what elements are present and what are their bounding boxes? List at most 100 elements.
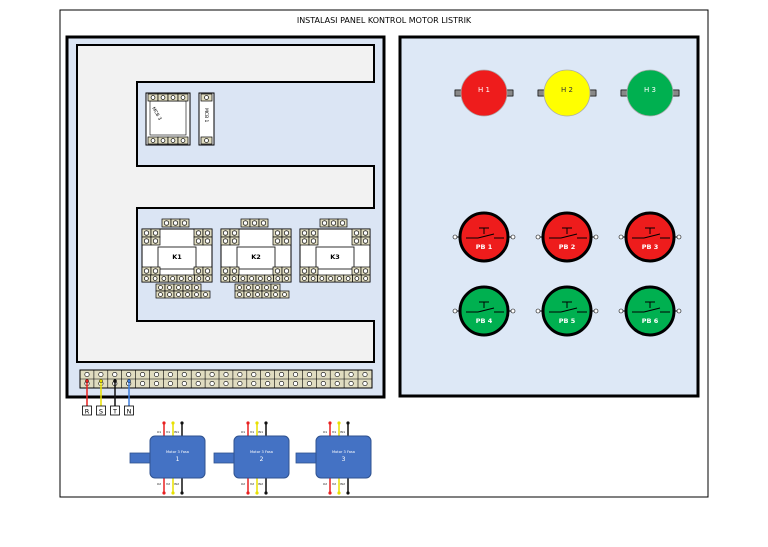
contactor-terminal (360, 266, 371, 276)
terminal-screw (154, 371, 160, 377)
terminal-screw (154, 380, 160, 386)
terminal-screw (223, 371, 229, 377)
mcb-3-body (149, 100, 187, 136)
mcb-terminal (167, 136, 179, 145)
motor-shaft (129, 452, 153, 464)
contactor-terminal (202, 274, 213, 283)
motor-title: Motor 3 Fasa (332, 450, 355, 454)
contactor-terminal (360, 274, 371, 283)
contactor-terminal (141, 228, 152, 238)
motor-title: Motor 3 Fasa (250, 450, 273, 454)
contactor-terminal (308, 236, 319, 246)
push-button-4: PB 4 (452, 285, 516, 337)
motor-terminal-label: W1 (258, 430, 263, 434)
push-button-1: PB 1 (452, 211, 516, 263)
lamp-label: H 3 (644, 86, 656, 94)
terminal-screw (320, 371, 326, 377)
motor-terminal-label: W1 (340, 430, 345, 434)
mcb-1-phase (198, 92, 215, 146)
diagram-title: INSTALASI PANEL KONTROL MOTOR LISTRIK (297, 16, 472, 25)
terminal-screw (306, 380, 312, 386)
switch-symbol (549, 227, 587, 239)
terminal-screw (126, 371, 132, 377)
motor-body (149, 435, 206, 479)
cable-duct (76, 44, 375, 363)
terminal-screw (251, 371, 257, 377)
phase-s: S (96, 379, 106, 416)
motor-terminal-label: U1 (241, 430, 245, 434)
overload-terminal (243, 283, 254, 292)
terminal-screw (195, 371, 201, 377)
phase-label: R (85, 408, 90, 416)
button-label: PB 5 (559, 317, 576, 325)
motor-terminal-label: U2 (157, 482, 161, 486)
push-button-5: PB 5 (535, 285, 599, 337)
phase-r: R (82, 379, 92, 416)
motor-terminal-label: U1 (157, 430, 161, 434)
overload-terminal (182, 290, 193, 299)
button-label: PB 2 (559, 243, 576, 251)
switch-symbol (549, 301, 587, 313)
contactor-terminal (281, 236, 292, 246)
contactor-terminal (308, 228, 319, 238)
contactor-terminal (220, 266, 231, 276)
lamp-label: H 1 (478, 86, 490, 94)
contactor-terminal (351, 236, 362, 246)
contactor-terminal (299, 274, 310, 283)
contactor-terminal (229, 266, 240, 276)
motor-body (233, 435, 290, 479)
contactor-terminal (220, 274, 231, 283)
motor-terminal-label: W2 (258, 482, 263, 486)
overload-terminal (164, 283, 175, 292)
contactor-terminal (141, 266, 152, 276)
overload-terminal (279, 290, 290, 299)
overload-terminal (200, 290, 211, 299)
contactor-terminal (299, 228, 310, 238)
motor-terminal-label: U2 (241, 482, 245, 486)
terminal-screw (348, 371, 354, 377)
terminal-screw (209, 380, 215, 386)
overload-terminal (155, 283, 166, 292)
contactor-terminal (150, 228, 161, 238)
terminal-screw (209, 371, 215, 377)
contactor-terminal (325, 274, 336, 283)
contactor-terminal (360, 228, 371, 238)
phase-t: T (110, 379, 120, 416)
contactor-terminal (141, 274, 152, 283)
terminal-screw (362, 380, 368, 386)
contactor-terminal (308, 274, 318, 283)
contactor-terminal (220, 228, 231, 238)
motor-terminal-label: U1 (323, 430, 327, 434)
contactor-terminal (150, 236, 161, 246)
lamp-label: H 2 (561, 86, 573, 94)
terminal-screw (362, 371, 368, 377)
contactor-1: K1 (141, 218, 213, 299)
terminal-screw (265, 371, 271, 377)
contactor-terminal (334, 274, 345, 283)
phase-label: T (112, 408, 117, 416)
contactor-terminal (272, 236, 283, 246)
contactor-2: K2 (220, 218, 292, 299)
contactor-terminal (273, 274, 283, 283)
terminal-screw (292, 371, 298, 377)
mcb-terminal (177, 93, 189, 102)
overload-terminal (173, 290, 184, 299)
mcb-terminal (147, 136, 159, 145)
contactor-aux-terminal (240, 218, 251, 228)
terminal-screw (292, 380, 298, 386)
contactor-aux-terminal (161, 218, 172, 228)
overload-terminal (234, 290, 245, 299)
overload-terminal (182, 283, 193, 292)
contactor-label: K2 (251, 253, 261, 261)
contactor-terminal (281, 266, 292, 276)
overload-terminal (270, 283, 281, 292)
overload-terminal (164, 290, 175, 299)
contactor-aux-terminal (179, 218, 190, 228)
switch-symbol (466, 301, 504, 313)
contactor-label: K3 (330, 253, 340, 261)
